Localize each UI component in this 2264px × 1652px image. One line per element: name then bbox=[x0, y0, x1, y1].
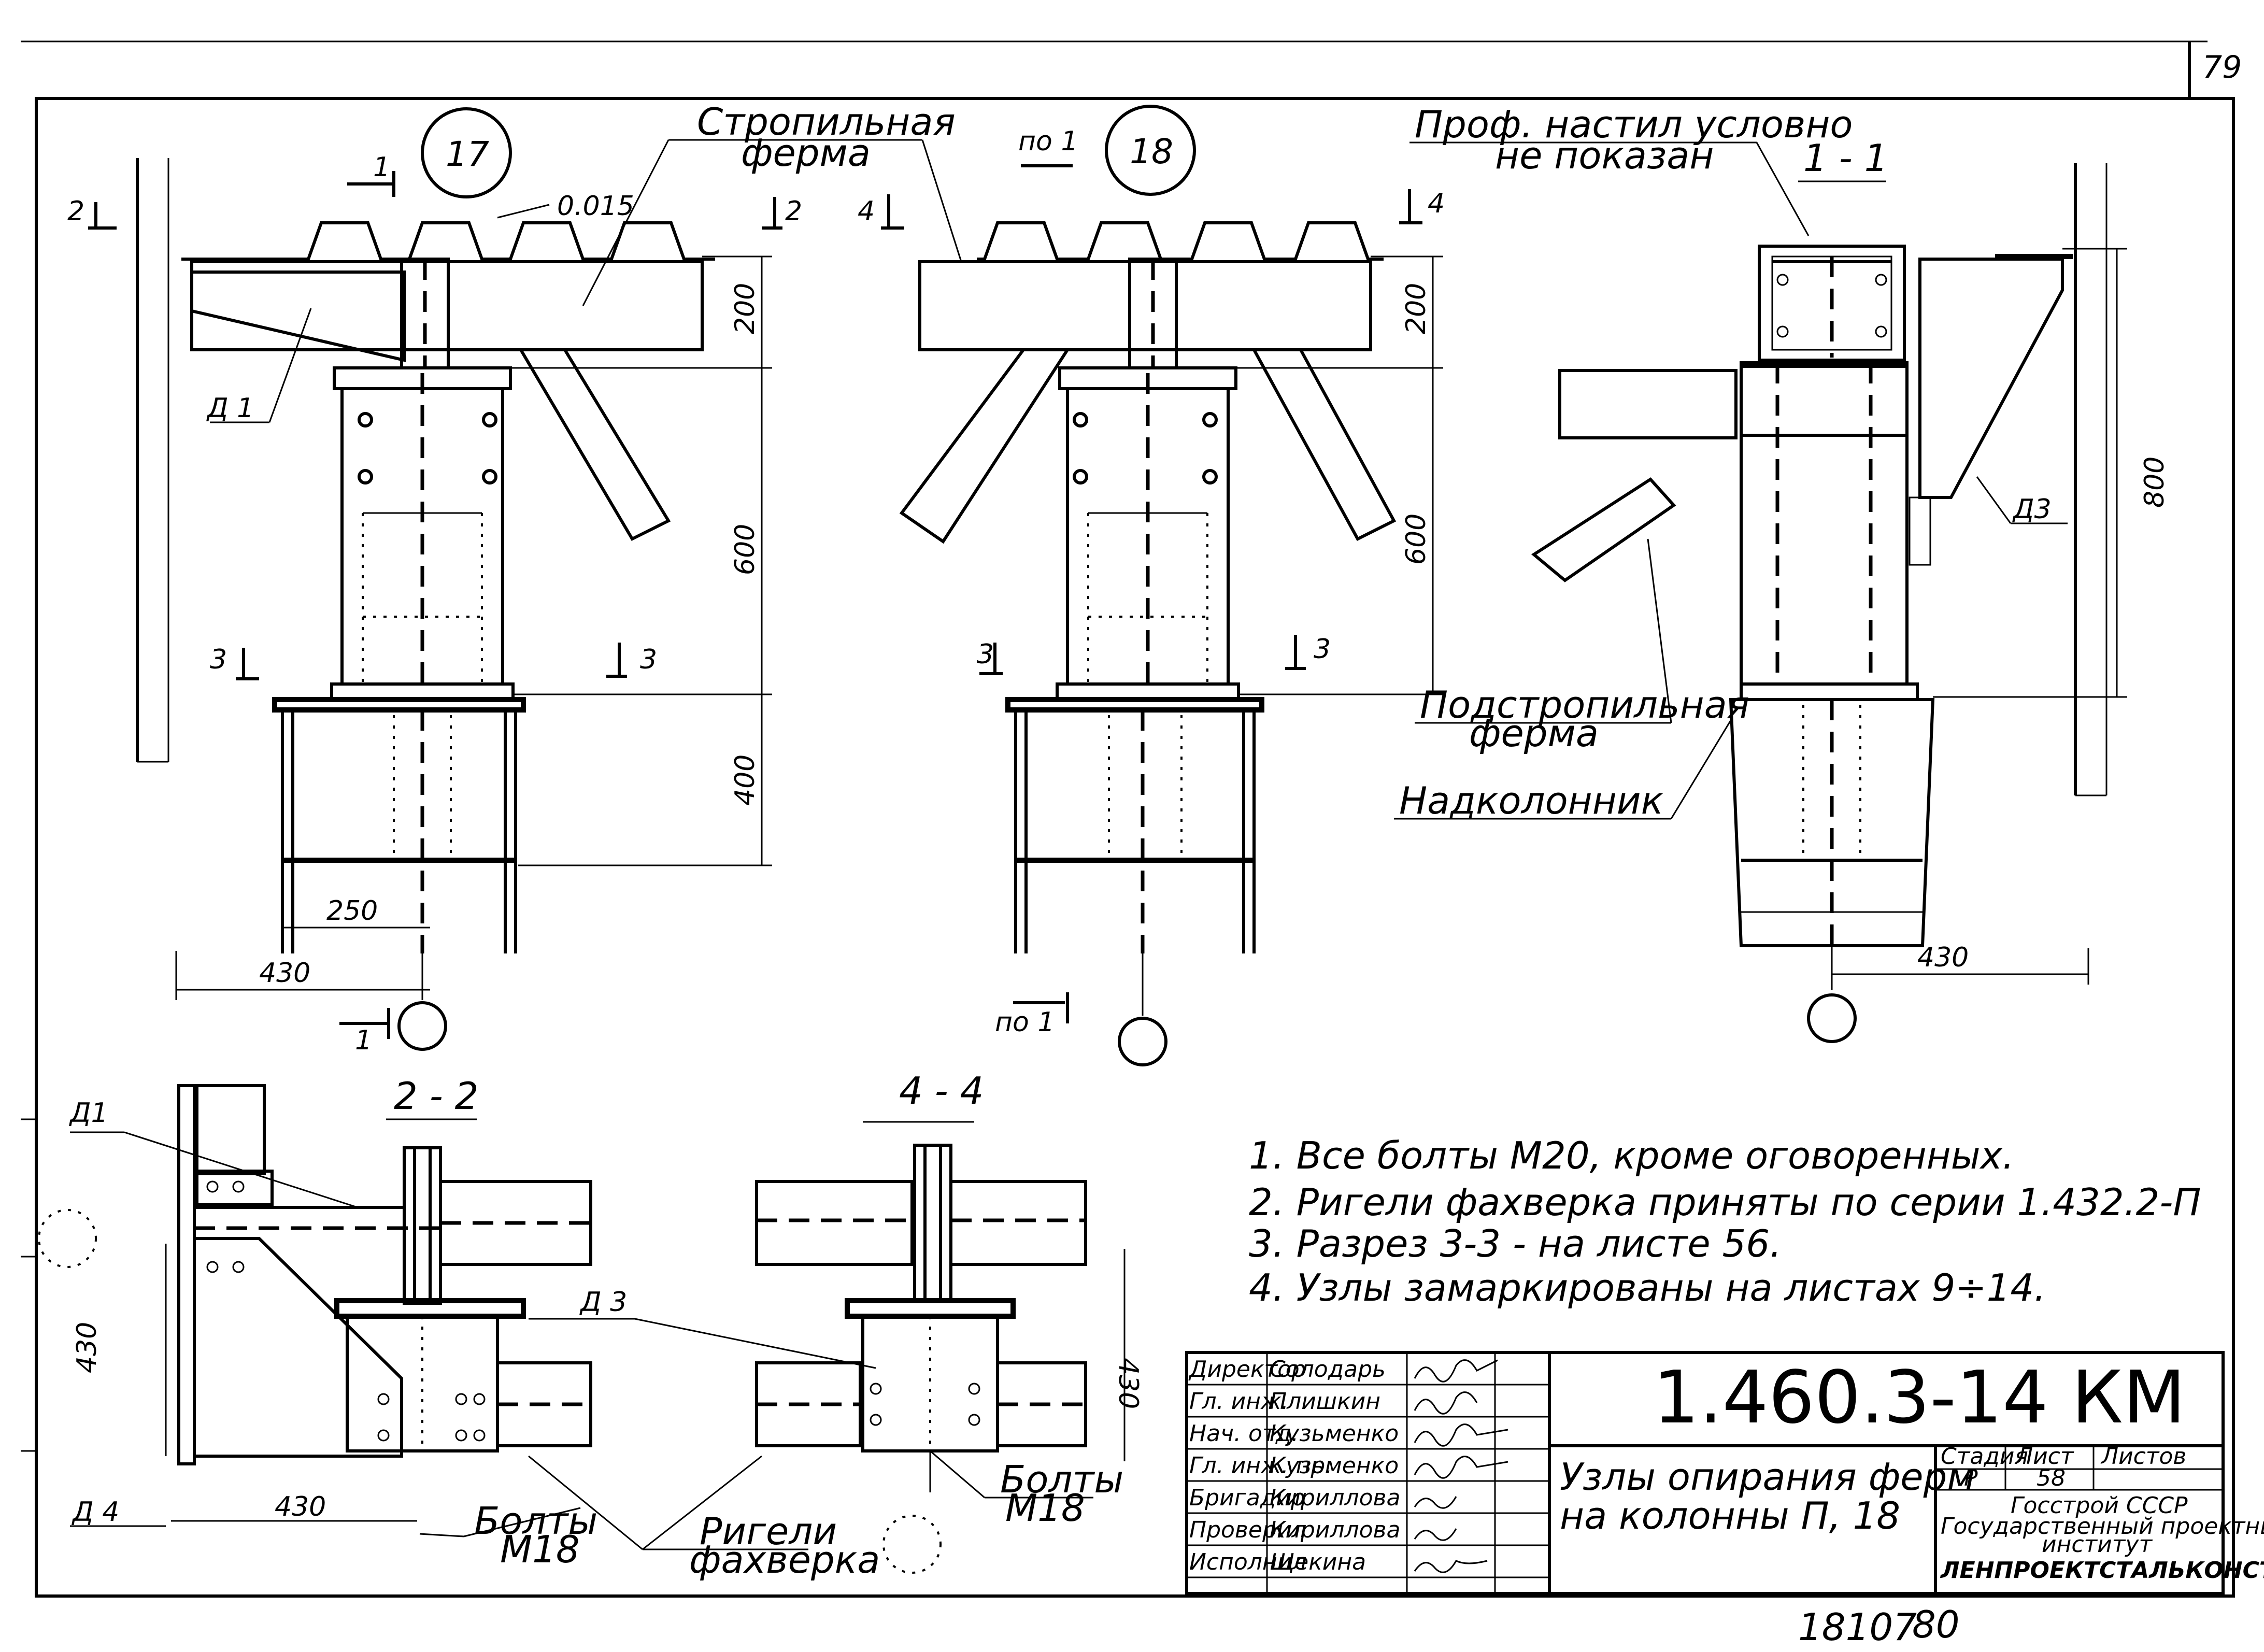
role-3: Нач. отд. bbox=[1189, 1420, 1299, 1447]
name-2: Плишкин bbox=[1270, 1388, 1380, 1415]
note-2: 2. Ригели фахверка приняты по серии 1.43… bbox=[1249, 1180, 2201, 1224]
header-sheet: Лист bbox=[2015, 1443, 2074, 1470]
sec-1-bottom: 1 bbox=[355, 1025, 372, 1056]
bolts-left-2: М18 bbox=[500, 1528, 580, 1571]
over-column-label: Надколонник bbox=[1399, 779, 1663, 822]
node-18-label: 18 bbox=[1130, 132, 1173, 172]
bolts-left-1: Болты bbox=[474, 1499, 597, 1543]
deck-label-2: не показан bbox=[1495, 134, 1714, 177]
girders-label-2: фахверка bbox=[689, 1538, 880, 1582]
sec-3-right: 3 bbox=[640, 644, 657, 675]
subrafter-label-1: Подстропильная bbox=[1420, 683, 1749, 727]
document-code: 1.460.3-14 КМ bbox=[1653, 1356, 2186, 1440]
section-1-1: 1 - 1 bbox=[1394, 103, 2170, 1043]
section-2-2-title: 2 - 2 bbox=[394, 1074, 478, 1118]
sec-3-mid-left: 3 bbox=[977, 639, 994, 670]
org-line-1: Госстрой СССР bbox=[2011, 1492, 2188, 1519]
rafter-truss-label-2: ферма bbox=[741, 131, 871, 175]
section-4-4: 4 - 4 430 Болты М18 Ригели фахверка bbox=[528, 1069, 1144, 1582]
role-2: Гл. инж. bbox=[1189, 1388, 1289, 1415]
note-4: 4. Узлы замаркированы на листах 9÷14. bbox=[1249, 1266, 2046, 1309]
dim-430-left: 430 bbox=[259, 958, 310, 989]
node-18: 200 600 4 4 3 3 по 1 по 1 18 bbox=[858, 105, 1445, 1066]
name-6: Кириллова bbox=[1270, 1517, 1400, 1543]
node-17-label: 17 bbox=[446, 134, 489, 174]
header-sheets: Листов bbox=[2100, 1443, 2186, 1470]
sec-4-right: 4 bbox=[1428, 188, 1445, 219]
name-7: Щекина bbox=[1270, 1549, 1366, 1575]
sec-3-mid-right: 3 bbox=[1314, 634, 1331, 665]
name-3: Кузьменко bbox=[1270, 1420, 1399, 1447]
deck-label-1: Проф. настил условно bbox=[1415, 103, 1853, 146]
sheet-frame bbox=[21, 40, 2235, 1598]
dim-200-left: 200 bbox=[730, 283, 761, 334]
dim-200-mid: 200 bbox=[1401, 283, 1432, 334]
d3-label: Д 3 bbox=[579, 1287, 627, 1318]
d3b-label: Д3 bbox=[2012, 494, 2052, 525]
org-line-2: Государственный проектный bbox=[1941, 1513, 2264, 1540]
dim-250: 250 bbox=[326, 895, 378, 927]
archive-number: 18107 bbox=[1798, 1605, 1917, 1649]
bolts-right-2: М18 bbox=[1005, 1486, 1085, 1530]
note-3: 3. Разрез 3-3 - на листе 56. bbox=[1249, 1222, 1782, 1265]
sec-4-left: 4 bbox=[858, 196, 875, 227]
document-title-1: Узлы опирания ферм bbox=[1560, 1455, 1975, 1499]
role-7: Исполнил bbox=[1189, 1549, 1306, 1575]
subrafter-label-2: ферма bbox=[1469, 711, 1599, 755]
rafter-truss-label-1: Стропильная bbox=[697, 100, 956, 144]
dim-400-left: 400 bbox=[730, 754, 761, 806]
bolts-right-1: Болты bbox=[1000, 1458, 1123, 1501]
role-4: Гл. инж. пр. bbox=[1189, 1452, 1332, 1479]
node-17: 200 600 400 250 430 2 2 3 3 1 1 17 0.015… bbox=[67, 100, 962, 1056]
sec-3-left: 3 bbox=[210, 644, 227, 675]
dim-430-44v: 430 bbox=[1113, 1358, 1144, 1409]
dim-430-22v: 430 bbox=[72, 1322, 103, 1373]
node-pointer-top: по 1 bbox=[1018, 126, 1078, 157]
name-1: Солодарь bbox=[1270, 1356, 1386, 1383]
org-line-4: ЛЕНПРОЕКТСТАЛЬКОНСТРУКЦИЯ bbox=[1940, 1557, 2264, 1584]
section-4-4-title: 4 - 4 bbox=[899, 1069, 984, 1113]
signatures bbox=[1414, 1359, 1508, 1573]
sec-2-right: 2 bbox=[785, 196, 802, 227]
sheet-value: 58 bbox=[2037, 1465, 2066, 1491]
role-1: Директор bbox=[1188, 1356, 1306, 1383]
girders-label-1: Ригели bbox=[700, 1509, 837, 1553]
dim-430-22h: 430 bbox=[275, 1491, 326, 1522]
sec-1-top: 1 bbox=[373, 152, 390, 183]
general-notes: 1. Все болты М20, кроме оговоренных. 2. … bbox=[1249, 1134, 2201, 1309]
slope-label: 0.015 bbox=[557, 191, 634, 222]
dim-430-right: 430 bbox=[1917, 942, 1969, 973]
role-5: Бригадир bbox=[1189, 1485, 1305, 1511]
page-number: 79 bbox=[2202, 49, 2242, 86]
node-pointer-bottom: по 1 bbox=[995, 1007, 1055, 1038]
dim-600-mid: 600 bbox=[1401, 514, 1432, 565]
archive-suffix: 80 bbox=[1912, 1603, 1960, 1646]
stage-value: Р bbox=[1964, 1465, 1978, 1491]
section-1-1-title: 1 - 1 bbox=[1803, 136, 1888, 180]
role-6: Проверил bbox=[1189, 1517, 1306, 1543]
d1b-label: Д1 bbox=[69, 1098, 108, 1129]
document-title-2: на колонны П, 18 bbox=[1560, 1494, 1900, 1537]
section-2-2: 2 - 2 430 430 Д1 Д 4 bbox=[38, 1074, 942, 1574]
title-block: Директор Солодарь Гл. инж. Плишкин Нач. … bbox=[1185, 1351, 2264, 1595]
name-5: Кириллова bbox=[1270, 1485, 1400, 1511]
org-line-3: институт bbox=[2042, 1531, 2153, 1558]
sec-2-left: 2 bbox=[67, 196, 84, 227]
d4-label: Д 4 bbox=[72, 1497, 119, 1528]
d1-label: Д 1 bbox=[206, 393, 254, 424]
dim-800: 800 bbox=[2139, 457, 2170, 508]
dim-600-left: 600 bbox=[730, 524, 761, 575]
name-4: Кузьменко bbox=[1270, 1452, 1399, 1479]
header-stage: Стадия bbox=[1941, 1443, 2028, 1470]
note-1: 1. Все болты М20, кроме оговоренных. bbox=[1249, 1134, 2014, 1177]
